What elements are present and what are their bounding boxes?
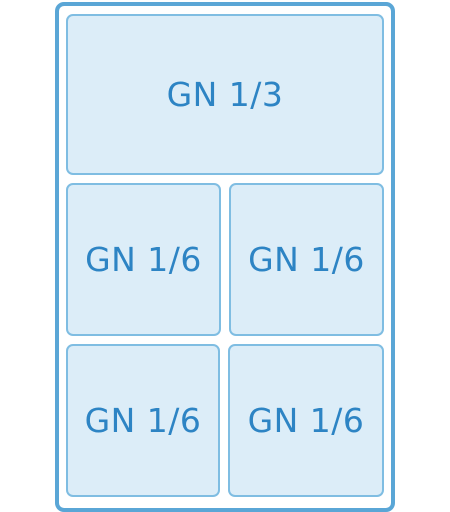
pan-label: GN 1/6 bbox=[248, 240, 365, 279]
pan-label: GN 1/6 bbox=[84, 401, 202, 440]
pan-gn-1-6-top-left: GN 1/6 bbox=[66, 183, 221, 336]
pan-gn-1-6-bottom-left: GN 1/6 bbox=[66, 344, 220, 497]
pan-label: GN 1/6 bbox=[85, 240, 202, 279]
pan-gn-1-6-bottom-right: GN 1/6 bbox=[228, 344, 384, 497]
pan-label: GN 1/6 bbox=[247, 401, 365, 440]
pan-gn-1-6-top-right: GN 1/6 bbox=[229, 183, 384, 336]
pan-gn-1-3: GN 1/3 bbox=[66, 14, 384, 175]
pan-label: GN 1/3 bbox=[166, 75, 284, 114]
